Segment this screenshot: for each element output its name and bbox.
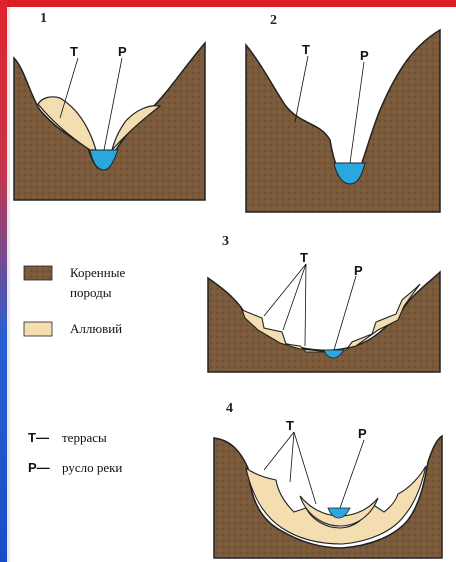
legend-channel-text: русло реки xyxy=(62,460,122,475)
legend-bedrock-label-line1: Коренные xyxy=(70,265,125,280)
panel-3-label-t: Т xyxy=(300,250,308,265)
legend-alluvium-swatch xyxy=(24,322,52,336)
panel-1-label-p: Р xyxy=(118,44,127,59)
panel-3-label-p: Р xyxy=(354,263,363,278)
panel-2-bedrock xyxy=(246,30,440,212)
legend-channel-key: Р— xyxy=(28,460,50,475)
panel-4-label-t: Т xyxy=(286,418,294,433)
panel-3-number: 3 xyxy=(222,234,229,249)
legend-bedrock-label-line2: породы xyxy=(70,285,112,300)
legend-alluvium-label: Аллювий xyxy=(70,321,122,336)
legend-terraces-text: террасы xyxy=(62,430,107,445)
panel-4-label-p: Р xyxy=(358,426,367,441)
legend: Коренные породы Аллювий Т— террасы Р— ру… xyxy=(24,265,125,475)
panel-1-number: 1 xyxy=(40,11,47,26)
panel-4: 4 Т Р xyxy=(214,401,442,558)
panel-3-bedrock xyxy=(208,272,440,372)
legend-terraces-key: Т— xyxy=(28,430,49,445)
panel-4-number: 4 xyxy=(226,401,233,416)
panel-3: 3 Т Р xyxy=(208,234,440,372)
legend-bedrock-swatch xyxy=(24,266,52,280)
panel-2-number: 2 xyxy=(270,13,277,28)
panel-1: 1 Т Р xyxy=(14,11,205,200)
panel-2-label-p: Р xyxy=(360,48,369,63)
panel-2-label-t: Т xyxy=(302,42,310,57)
panel-1-label-t: Т xyxy=(70,44,78,59)
panel-2: 2 Т Р xyxy=(246,13,440,212)
